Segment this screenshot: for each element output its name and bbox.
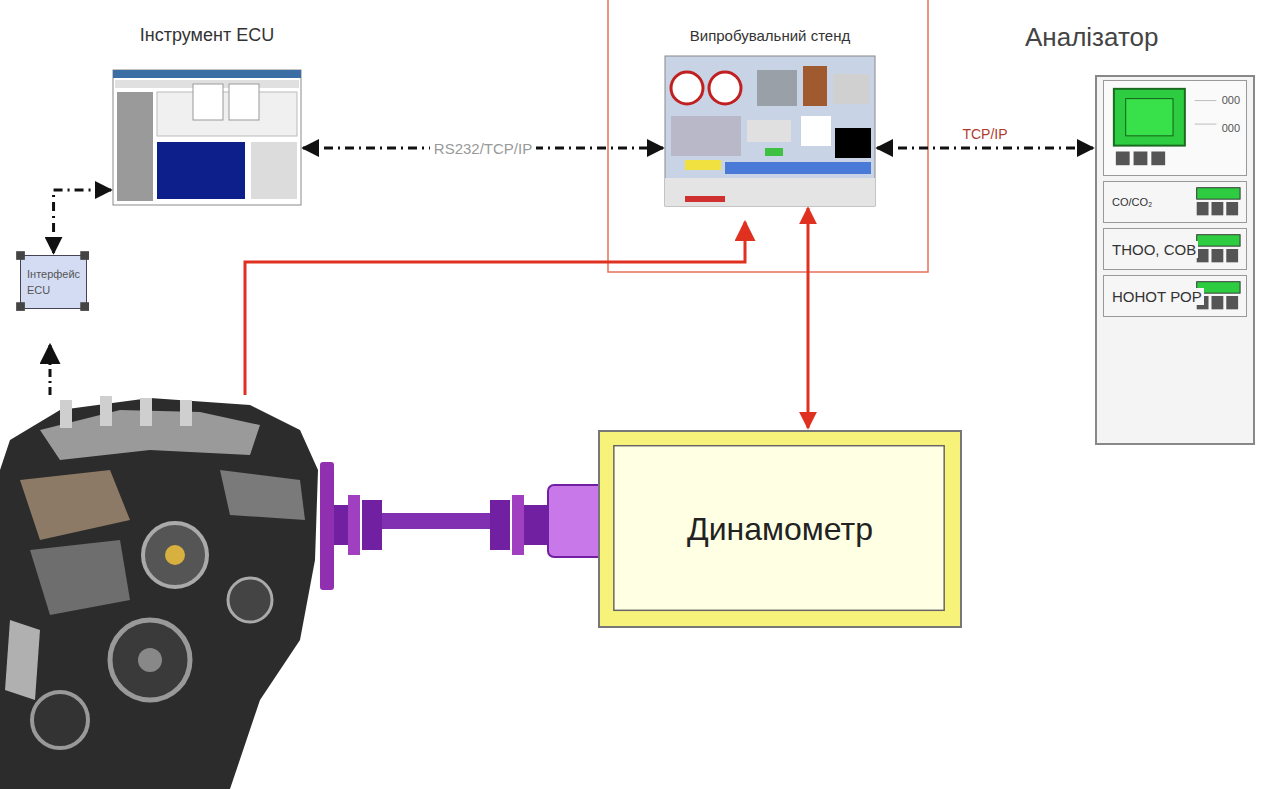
bench-frame: [608, 0, 928, 272]
shape-art: [665, 56, 875, 206]
edge-label: TCP/IP: [958, 126, 1011, 142]
analyzer-module: CO/CO₂: [1103, 181, 1247, 223]
software-screen: Випробувальний стенд: [665, 56, 875, 206]
interface-box: Інтерфейс ECU: [20, 255, 87, 309]
shape-art: [113, 70, 301, 205]
drive-shaft: [320, 462, 610, 590]
node-text: НОНОТ РОР: [1110, 288, 1204, 305]
display-panel: 000 000: [1103, 80, 1247, 176]
node-text: THOO, COB: [1110, 241, 1198, 258]
signal-line: [807, 208, 810, 428]
node-text: Інтерфейс ECU: [27, 266, 80, 298]
node-text: CO/CO₂: [1110, 196, 1154, 208]
edge-label: RS232/TCP/IP: [430, 140, 536, 157]
data-link: [877, 147, 1093, 150]
node-text: 000: [1104, 121, 1240, 135]
engine-illustration: [0, 396, 318, 789]
analyzer-module: THOO, COB: [1103, 228, 1247, 270]
analyzer-cabinet: Аналізатор000000CO/CO₂THOO, COBНОНОТ РОР: [1095, 75, 1255, 445]
node-text: Випробувальний стенд: [690, 27, 850, 44]
data-link: [54, 190, 111, 253]
node-text: Динамометр: [687, 511, 873, 548]
dynamometer-box: Динамометр: [598, 430, 962, 628]
node-text: Аналізатор: [1025, 22, 1158, 53]
analyzer-module: НОНОТ РОР: [1103, 275, 1247, 317]
node-text: Інструмент ECU: [140, 25, 274, 46]
diagnostic-link: [49, 345, 52, 395]
shape-art: [21, 256, 86, 308]
node-text: 000: [1104, 93, 1240, 107]
sensor-wire: [245, 222, 745, 395]
software-screen: Інструмент ECU: [113, 70, 301, 205]
